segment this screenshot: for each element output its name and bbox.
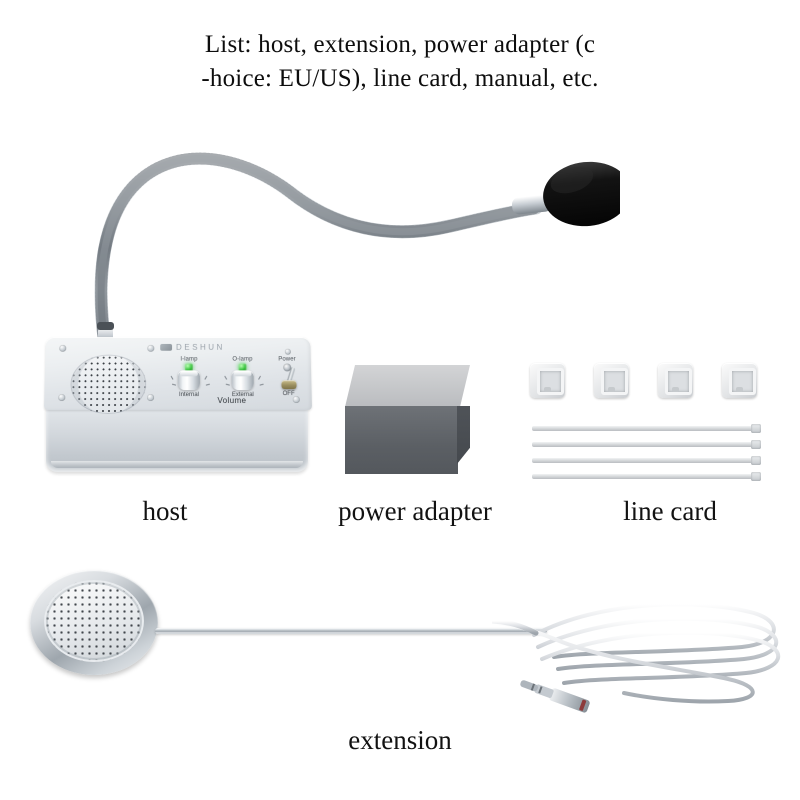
caption-line-card: line card — [623, 496, 717, 526]
caption-extension: extension — [348, 725, 452, 755]
audio-plug-3-5mm — [520, 680, 590, 713]
cable-clip-base — [594, 363, 629, 398]
line-card-accessories — [530, 363, 770, 481]
extension-unit — [22, 560, 782, 720]
extension-speaker-grille — [44, 580, 144, 662]
host-speaker-grille — [69, 354, 147, 414]
plug-tip — [520, 680, 538, 692]
cable-tail — [489, 618, 539, 636]
plug-barrel — [549, 688, 590, 713]
mic-collar — [511, 194, 553, 215]
toggle-stem[interactable] — [273, 366, 303, 390]
host-unit: DESHUN I-lamp O-lamp Power — [44, 336, 316, 486]
indicator-power-label: Power — [278, 356, 296, 363]
cable-tie — [532, 472, 761, 481]
power-adapter-top-face — [345, 365, 470, 407]
plug-band — [538, 686, 543, 694]
volume-knob-external[interactable]: External — [220, 370, 266, 398]
indicator-i-lamp-label: I-lamp — [180, 356, 198, 363]
gooseneck-tube — [94, 152, 543, 352]
cable-loops — [496, 602, 781, 704]
caption-host: host — [142, 496, 188, 526]
screw — [59, 344, 67, 352]
screw — [147, 344, 155, 352]
extension-cable — [489, 595, 792, 720]
mic-windscreen-highlight — [550, 166, 594, 194]
knob-external-cap[interactable] — [224, 370, 264, 391]
toggle-off-label: OFF — [282, 391, 295, 398]
screw — [292, 396, 300, 404]
screw — [58, 394, 66, 402]
screw — [284, 348, 291, 355]
knob-external-ticks — [224, 375, 264, 389]
power-toggle-switch[interactable]: OFF — [273, 366, 303, 398]
power-adapter-side-face — [457, 406, 470, 464]
product-list-heading: List: host, extension, power adapter (c … — [0, 28, 800, 96]
knob-internal-ticks — [170, 375, 210, 389]
indicator-i-lamp: I-lamp — [172, 357, 206, 372]
gooseneck-highlight — [97, 155, 540, 349]
volume-knob-internal[interactable]: Internal — [166, 370, 212, 398]
cable-tie — [532, 424, 761, 433]
extension-speaker-body — [30, 570, 158, 688]
cable-clip-base — [658, 363, 693, 398]
brand-mark-icon — [160, 343, 173, 351]
mic-windscreen — [543, 161, 631, 227]
cable-clip-base — [530, 363, 565, 398]
gooseneck-coils — [95, 152, 542, 351]
power-adapter-unit — [345, 365, 470, 475]
cable-tie — [532, 456, 761, 465]
gooseneck-base-ring — [97, 322, 114, 330]
plug-ring-red — [579, 699, 587, 711]
caption-power-adapter: power adapter — [338, 496, 492, 526]
gooseneck-svg — [94, 152, 631, 352]
heading-line-1: List: host, extension, power adapter (c — [204, 31, 596, 58]
screw — [147, 394, 155, 402]
brand-name: DESHUN — [176, 342, 225, 352]
plug-sleeve — [534, 684, 554, 698]
knob-internal-cap[interactable] — [170, 370, 210, 391]
cable-clip-base — [722, 363, 757, 398]
plug-band — [530, 683, 536, 691]
volume-section-label: Volume — [217, 396, 247, 406]
power-adapter-front-face — [345, 406, 458, 474]
host-control-panel: DESHUN I-lamp O-lamp Power — [44, 337, 312, 414]
indicator-o-lamp-label: O-lamp — [232, 356, 253, 363]
gooseneck-microphone — [60, 130, 631, 352]
toggle-nut — [281, 380, 297, 390]
extension-cable-svg — [489, 602, 781, 713]
heading-line-2: -hoice: EU/US), line card, manual, etc. — [201, 65, 599, 92]
extension-mounting-rod — [155, 628, 547, 634]
brand-logo: DESHUN — [160, 342, 287, 353]
indicator-o-lamp: O-lamp — [226, 357, 260, 372]
cable-tie — [532, 440, 761, 449]
